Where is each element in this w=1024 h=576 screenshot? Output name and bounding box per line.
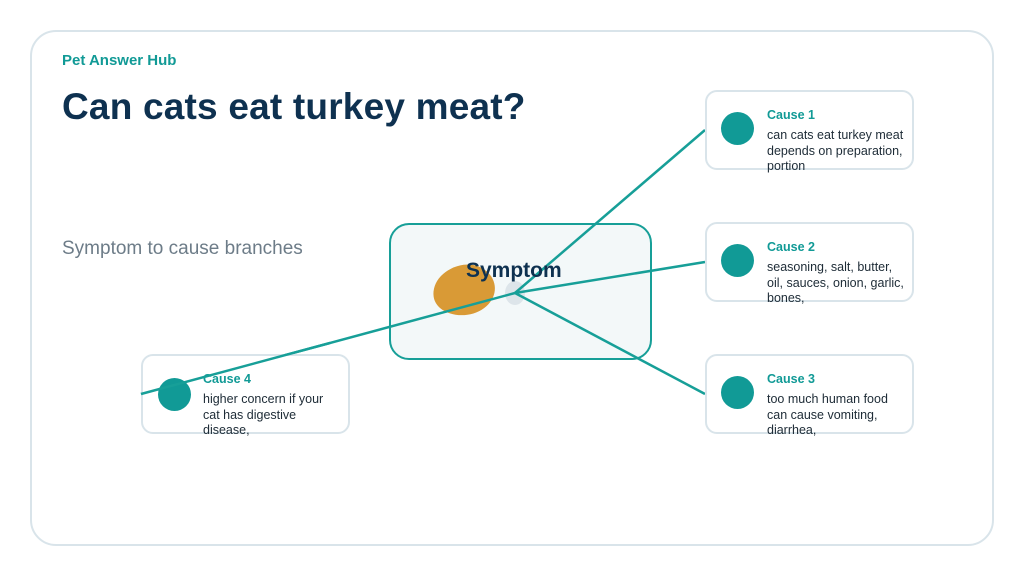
- diagram-subtitle: Symptom to cause branches: [62, 238, 303, 259]
- cause-text: can cats eat turkey meat depends on prep…: [767, 128, 904, 173]
- cause-title: Cause 3: [767, 372, 815, 386]
- cause-dot-icon: [721, 112, 754, 145]
- cause-card-2: Cause 2 seasoning, salt, butter, oil, sa…: [705, 222, 914, 305]
- cause-text: higher concern if your cat has digestive…: [203, 392, 324, 437]
- cause-title: Cause 1: [767, 108, 815, 122]
- cause-text: too much human food can cause vomiting, …: [767, 392, 888, 437]
- cause-dot-icon: [721, 376, 754, 409]
- cause-text: seasoning, salt, butter, oil, sauces, on…: [767, 260, 904, 305]
- cause-dot-icon: [158, 378, 191, 411]
- hub-dot: [505, 281, 525, 305]
- cause-card-4: Cause 4 higher concern if your cat has d…: [141, 354, 350, 437]
- cause-title: Cause 4: [203, 372, 251, 386]
- symptom-label: Symptom: [466, 259, 562, 282]
- cause-dot-icon: [721, 244, 754, 277]
- page-title: Can cats eat turkey meat?: [62, 86, 526, 127]
- cause-card-1: Cause 1 can cats eat turkey meat depends…: [705, 90, 914, 173]
- brand-label: Pet Answer Hub: [62, 52, 177, 69]
- cause-title: Cause 2: [767, 240, 815, 254]
- cause-card-3: Cause 3 too much human food can cause vo…: [705, 354, 914, 437]
